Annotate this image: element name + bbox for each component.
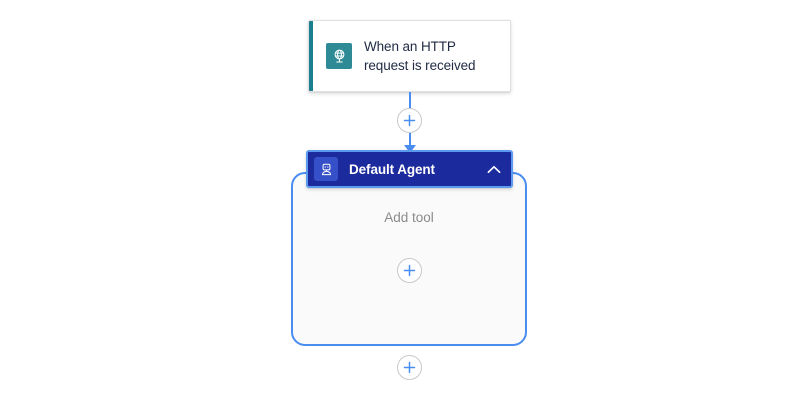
trigger-title-line-2: request is received xyxy=(364,58,476,73)
add-step-between-trigger-and-agent[interactable] xyxy=(397,108,422,133)
trigger-card-http-request[interactable]: When an HTTP request is received xyxy=(308,20,511,92)
default-agent-header[interactable]: Default Agent xyxy=(306,150,513,188)
chevron-up-icon[interactable] xyxy=(485,160,503,178)
default-agent-title: Default Agent xyxy=(349,161,435,177)
connector-segment-lower xyxy=(409,133,411,147)
trigger-title-line-1: When an HTTP xyxy=(364,39,456,54)
globe-network-icon xyxy=(326,43,352,69)
add-tool-button[interactable] xyxy=(397,258,422,283)
connector-arrowhead xyxy=(404,145,416,153)
trigger-card-title: When an HTTP request is received xyxy=(364,37,476,75)
robot-icon xyxy=(314,157,338,181)
add-step-below-agent[interactable] xyxy=(397,355,422,380)
trigger-accent-bar xyxy=(309,21,313,91)
connector-segment-upper xyxy=(409,92,411,115)
add-tool-label: Add tool xyxy=(384,210,434,225)
